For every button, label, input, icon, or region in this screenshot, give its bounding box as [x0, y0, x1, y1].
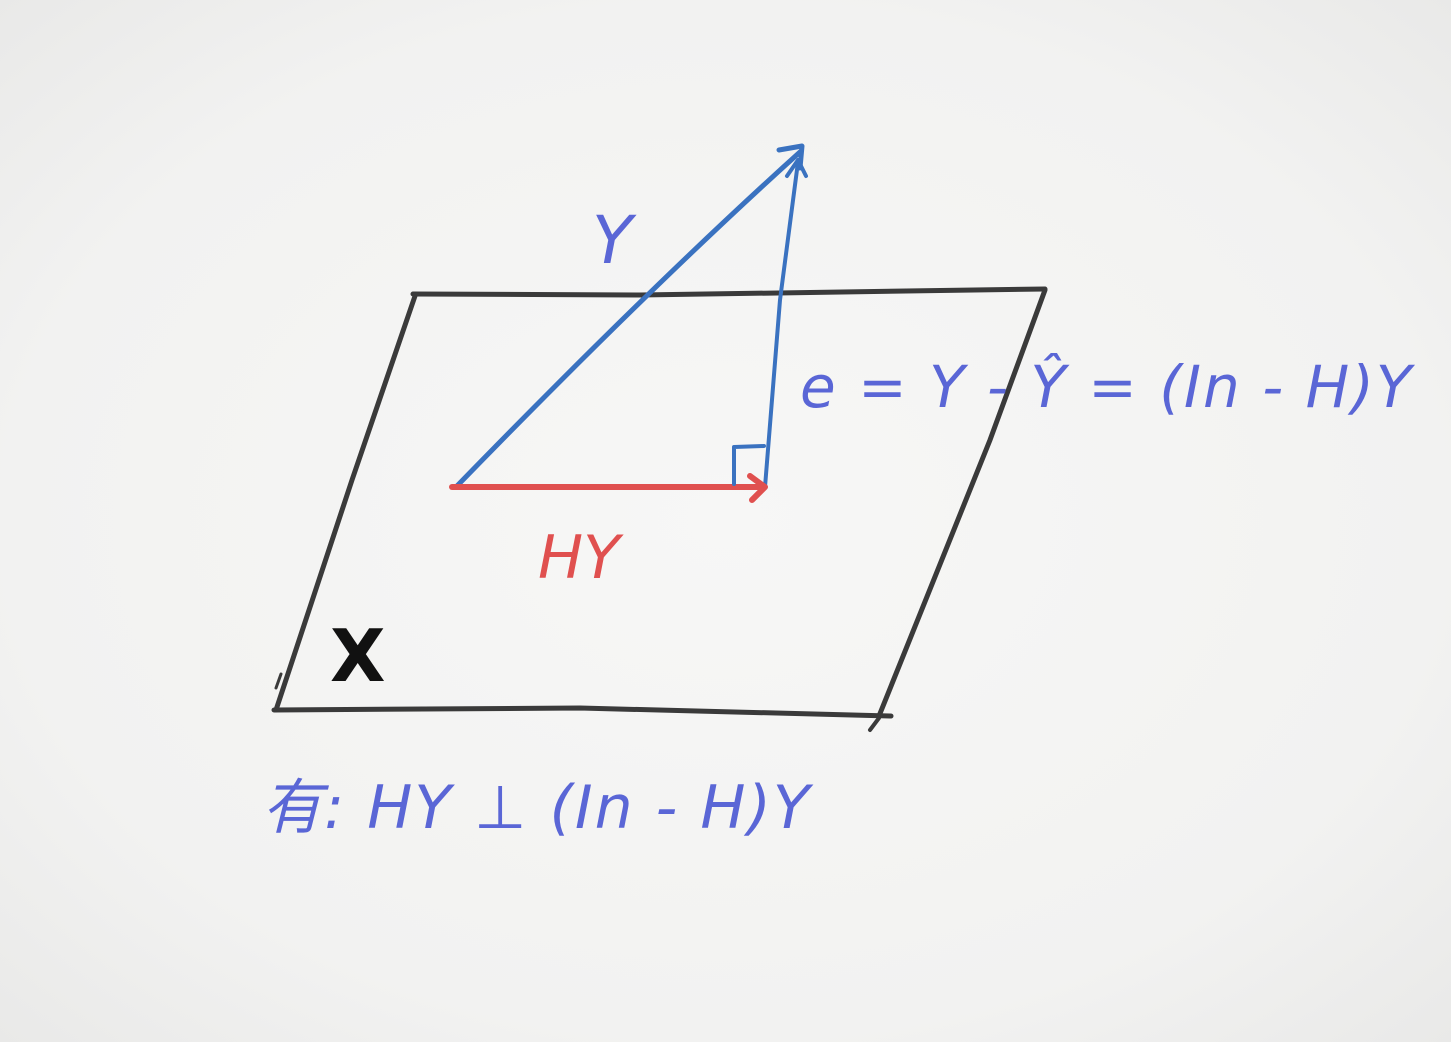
plane-right-edge [876, 287, 1048, 719]
plane-left-edge [273, 293, 418, 713]
plane-corner-tick [274, 672, 283, 690]
right-angle-mark [732, 444, 766, 486]
plane-corner-tick [868, 716, 881, 732]
plane-x [271, 286, 1048, 732]
plane-top-edge [410, 286, 1048, 298]
plane-x-label: X [330, 614, 386, 698]
y-vector-arrow [453, 143, 805, 490]
hy-projection-label: HY [538, 523, 620, 593]
orthogonality-note: 有: HY ⊥ (In - H)Y [262, 773, 812, 843]
residual-equation: e = Y - Ŷ = (In - H)Y [800, 353, 1414, 421]
hy-projection-arrow [449, 473, 768, 503]
residual-vector-arrow [763, 158, 808, 489]
y-vector-label: Y [592, 202, 633, 279]
plane-bottom-edge [271, 705, 894, 719]
